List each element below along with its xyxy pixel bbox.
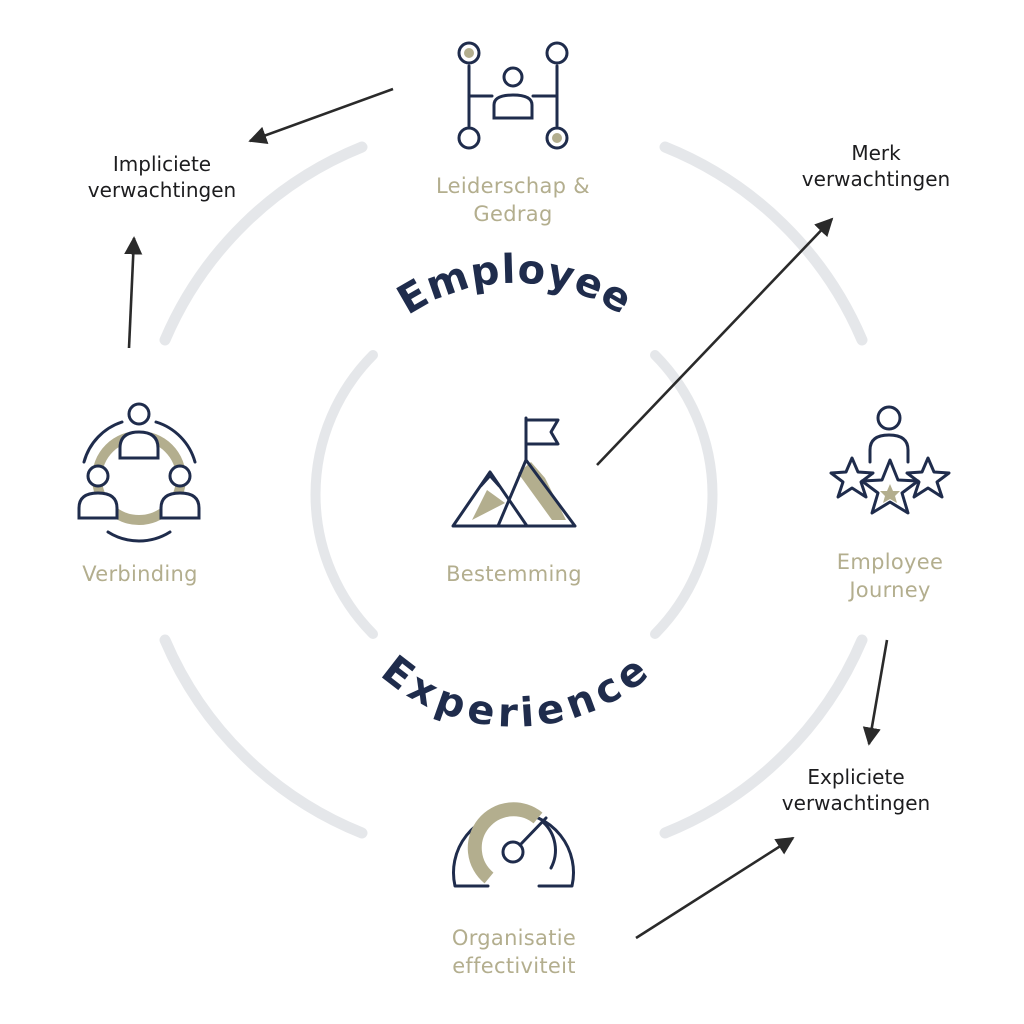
arrow-destination-to-brand xyxy=(596,217,834,466)
node-label-destination: Bestemming xyxy=(446,562,582,586)
outer-ring xyxy=(159,141,868,839)
arrow-journey-to-explicit xyxy=(862,639,889,746)
org-structure-person-icon xyxy=(457,41,569,150)
center-title-top: Employee xyxy=(390,246,641,324)
arrow-effectiveness-to-explicit xyxy=(635,836,795,940)
expectation-label-brand: Merk verwachtingen xyxy=(801,141,951,192)
expectation-label-implicit: Impliciete verwachtingen xyxy=(87,152,237,203)
arrow-leadership-to-implicit xyxy=(248,87,394,144)
people-circle-icon xyxy=(77,402,201,543)
node-label-journey: Employee Journey xyxy=(836,550,944,602)
node-label-connection: Verbinding xyxy=(82,562,198,586)
node-label-leadership: Leiderschap & Gedrag xyxy=(436,174,590,226)
center-title-bottom: Experience xyxy=(373,647,657,737)
expectation-label-explicit: Expliciete verwachtingen xyxy=(781,765,931,816)
inner-ring xyxy=(310,350,718,639)
gauge-icon xyxy=(452,802,575,888)
arrow-connection-to-implicit xyxy=(124,236,143,349)
mountain-flag-icon xyxy=(451,416,577,528)
person-stars-icon xyxy=(829,405,951,515)
node-label-effectiveness: Organisatie effectiviteit xyxy=(451,926,577,978)
arrows xyxy=(124,87,889,940)
